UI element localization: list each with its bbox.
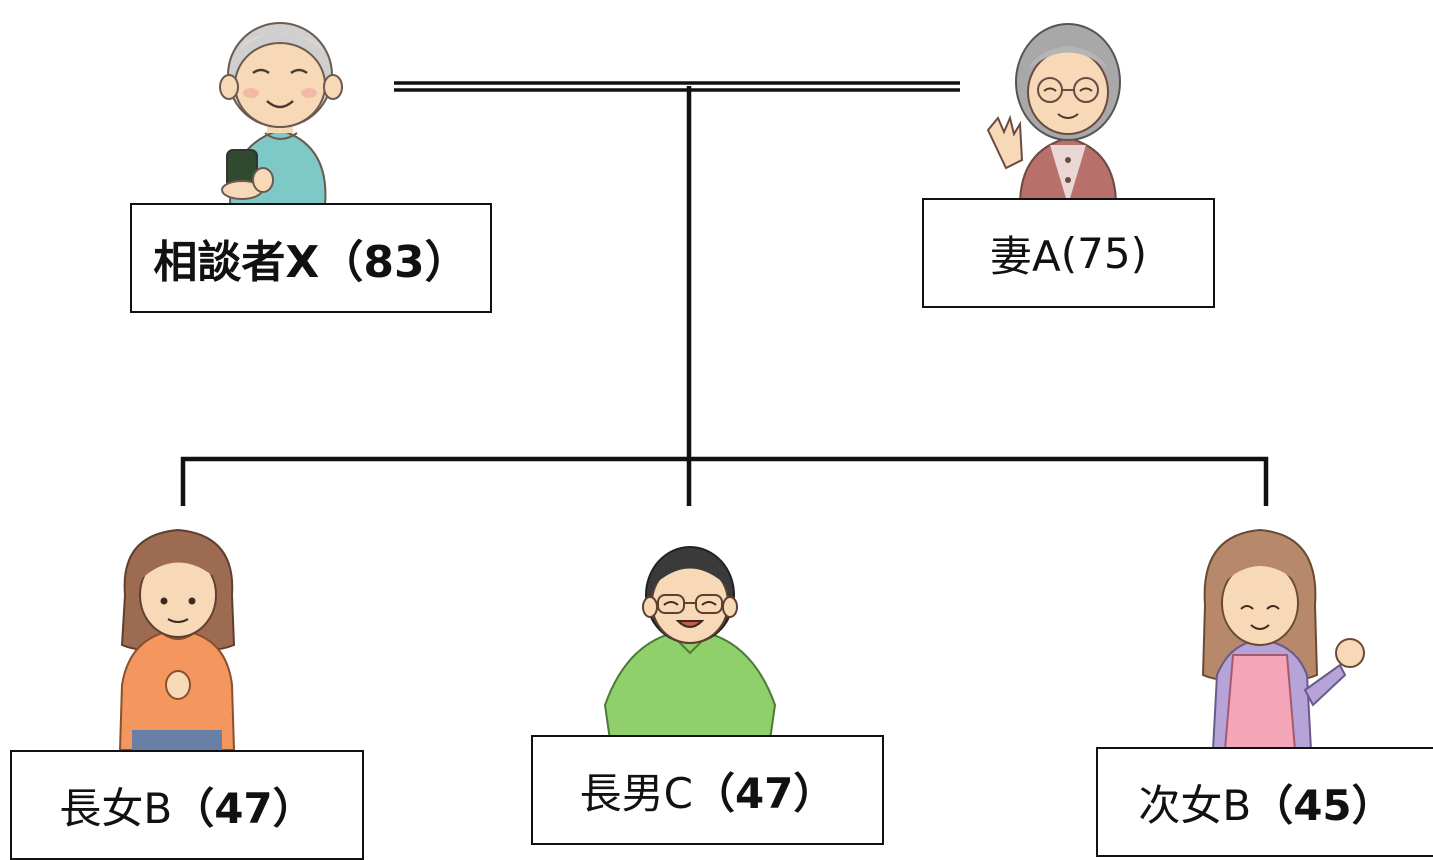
label-second-daughter-b: 次女B（45） xyxy=(1096,747,1433,857)
person-age: （45） xyxy=(1251,780,1394,830)
person-name: 長男C xyxy=(579,768,693,818)
elderly-man-icon xyxy=(219,22,343,205)
label-eldest-daughter-b: 長女B（47） xyxy=(10,750,364,860)
woman-orange-sweater-icon xyxy=(118,528,236,750)
person-age: (75) xyxy=(1060,228,1147,278)
person-age: （47） xyxy=(172,783,315,833)
person-name: 妻A xyxy=(990,231,1061,281)
elderly-woman-icon xyxy=(986,23,1121,205)
person-age: （47） xyxy=(692,768,836,818)
label-wife-a: 妻A(75) xyxy=(922,198,1215,308)
woman-pink-apron-icon xyxy=(1201,528,1365,750)
label-eldest-son-c: 長男C（47） xyxy=(531,735,884,845)
person-age: （83） xyxy=(319,237,469,288)
man-glasses-green-sweater-icon xyxy=(603,546,777,740)
person-name: 次女B xyxy=(1138,780,1252,830)
label-consultant-x: 相談者X（83） xyxy=(130,203,492,313)
person-name: 相談者X xyxy=(153,237,320,288)
person-name: 長女B xyxy=(59,783,173,833)
